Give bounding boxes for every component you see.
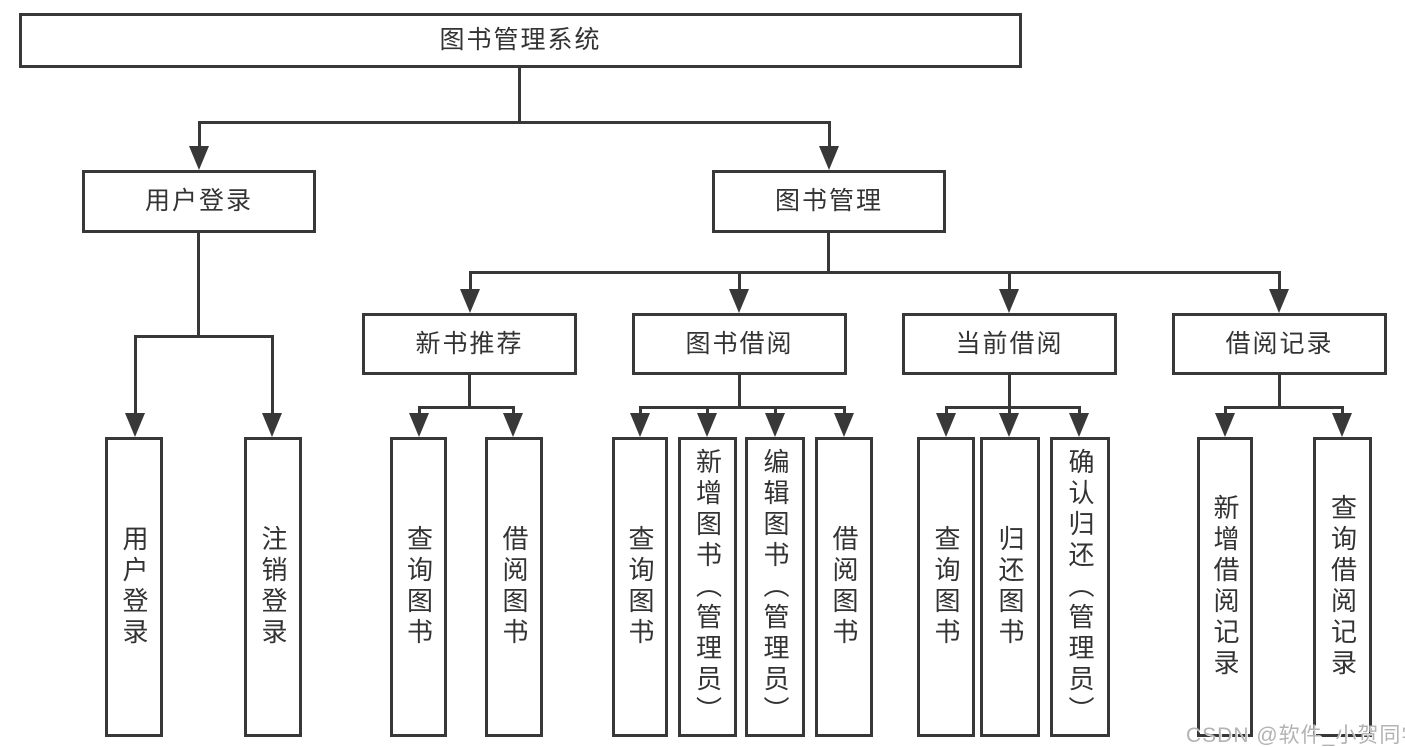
node-logout-label: 注销登录 bbox=[258, 525, 288, 649]
node-add-book-admin: 新增图书（管理员） bbox=[678, 437, 737, 737]
node-book-management-label: 图书管理 bbox=[774, 187, 883, 215]
arrow-down-icon bbox=[697, 413, 717, 437]
node-borrow-books-borrowing: 借阅图书 bbox=[815, 437, 873, 737]
csdn-watermark: CSDN @软件_小贺同学 bbox=[1186, 724, 1405, 747]
arrow-down-icon bbox=[834, 413, 854, 437]
node-confirm-return-admin-label: 确认归还（管理员） bbox=[1065, 447, 1095, 727]
node-add-book-admin-label: 新增图书（管理员） bbox=[692, 447, 723, 727]
arrow-down-icon bbox=[819, 146, 839, 170]
connector-line bbox=[738, 375, 741, 409]
connector-line bbox=[1278, 375, 1281, 409]
connector-line bbox=[639, 406, 642, 415]
node-book-borrowing-label: 图书借阅 bbox=[685, 329, 794, 358]
connector-line bbox=[418, 406, 421, 415]
arrow-down-icon bbox=[729, 289, 749, 313]
connector-line bbox=[512, 406, 515, 415]
connector-line bbox=[828, 121, 831, 148]
node-confirm-return-admin: 确认归还（管理员） bbox=[1050, 437, 1110, 737]
node-book-management: 图书管理 bbox=[712, 170, 946, 233]
arrow-down-icon bbox=[765, 413, 785, 437]
connector-line bbox=[1224, 406, 1343, 409]
node-query-books-current: 查询图书 bbox=[917, 437, 975, 737]
connector-line bbox=[843, 406, 846, 415]
node-user-login-label: 用户登录 bbox=[144, 187, 253, 215]
arrow-down-icon bbox=[189, 146, 209, 170]
node-query-books-recommend: 查询图书 bbox=[390, 437, 447, 737]
connector-line bbox=[1341, 406, 1344, 415]
connector-line bbox=[418, 406, 515, 409]
node-logout: 注销登录 bbox=[244, 437, 302, 737]
node-borrow-books-recommend-label: 借阅图书 bbox=[499, 525, 529, 649]
connector-line bbox=[945, 406, 1080, 409]
node-query-books-borrowing: 查询图书 bbox=[612, 437, 668, 737]
connector-line bbox=[198, 121, 831, 124]
node-borrowing-records: 借阅记录 bbox=[1172, 313, 1387, 375]
connector-line bbox=[1008, 375, 1011, 409]
arrow-down-icon bbox=[630, 413, 650, 437]
connector-line bbox=[945, 406, 948, 415]
node-book-borrowing: 图书借阅 bbox=[632, 313, 847, 375]
arrow-down-icon bbox=[503, 413, 523, 437]
arrow-down-icon bbox=[409, 413, 429, 437]
connector-line bbox=[518, 68, 521, 123]
node-library-system-label: 图书管理系统 bbox=[439, 26, 602, 54]
connector-line bbox=[1078, 406, 1081, 415]
node-library-system: 图书管理系统 bbox=[19, 13, 1022, 68]
node-query-books-borrowing-label: 查询图书 bbox=[625, 525, 655, 649]
arrow-down-icon bbox=[1069, 413, 1089, 437]
connector-line bbox=[469, 271, 472, 291]
arrow-down-icon bbox=[460, 289, 480, 313]
connector-line bbox=[134, 335, 137, 413]
connector-line bbox=[134, 335, 274, 338]
arrow-down-icon bbox=[1269, 289, 1289, 313]
arrow-down-icon bbox=[125, 413, 145, 437]
arrow-down-icon bbox=[936, 413, 956, 437]
node-query-borrow-record: 查询借阅记录 bbox=[1313, 437, 1372, 737]
node-user-login: 用户登录 bbox=[82, 170, 316, 233]
node-borrow-books-recommend: 借阅图书 bbox=[485, 437, 543, 737]
connector-line bbox=[639, 406, 845, 409]
arrow-down-icon bbox=[999, 289, 1019, 313]
node-add-borrow-record: 新增借阅记录 bbox=[1197, 437, 1253, 737]
node-user-login-leaf-label: 用户登录 bbox=[119, 525, 149, 649]
node-add-borrow-record-label: 新增借阅记录 bbox=[1210, 494, 1240, 680]
node-user-login-leaf: 用户登录 bbox=[105, 437, 163, 737]
connector-line bbox=[469, 271, 1281, 274]
node-new-book-recommend-label: 新书推荐 bbox=[415, 329, 524, 358]
node-edit-book-admin-label: 编辑图书（管理员） bbox=[760, 447, 790, 727]
connector-line bbox=[198, 121, 201, 148]
connector-line bbox=[774, 406, 777, 415]
connector-line bbox=[738, 271, 741, 291]
node-current-borrowing-label: 当前借阅 bbox=[955, 329, 1064, 358]
node-query-borrow-record-label: 查询借阅记录 bbox=[1327, 494, 1358, 680]
node-current-borrowing: 当前借阅 bbox=[902, 313, 1117, 375]
arrow-down-icon bbox=[262, 413, 282, 437]
node-edit-book-admin: 编辑图书（管理员） bbox=[745, 437, 805, 737]
node-borrowing-records-label: 借阅记录 bbox=[1225, 329, 1334, 358]
node-return-book-label: 归还图书 bbox=[995, 525, 1025, 649]
arrow-down-icon bbox=[999, 413, 1019, 437]
connector-line bbox=[271, 335, 274, 413]
connector-line bbox=[1224, 406, 1227, 415]
arrow-down-icon bbox=[1332, 413, 1352, 437]
node-new-book-recommend: 新书推荐 bbox=[362, 313, 577, 375]
node-query-books-current-label: 查询图书 bbox=[931, 525, 961, 649]
node-return-book: 归还图书 bbox=[980, 437, 1040, 737]
node-query-books-recommend-label: 查询图书 bbox=[403, 525, 434, 649]
connector-line bbox=[1278, 271, 1281, 291]
connector-line bbox=[468, 375, 471, 409]
connector-line bbox=[1008, 271, 1011, 291]
connector-line bbox=[1008, 406, 1011, 415]
connector-line bbox=[706, 406, 709, 415]
connector-line bbox=[827, 233, 830, 274]
connector-line bbox=[197, 233, 200, 338]
arrow-down-icon bbox=[1215, 413, 1235, 437]
node-borrow-books-borrowing-label: 借阅图书 bbox=[829, 525, 859, 649]
